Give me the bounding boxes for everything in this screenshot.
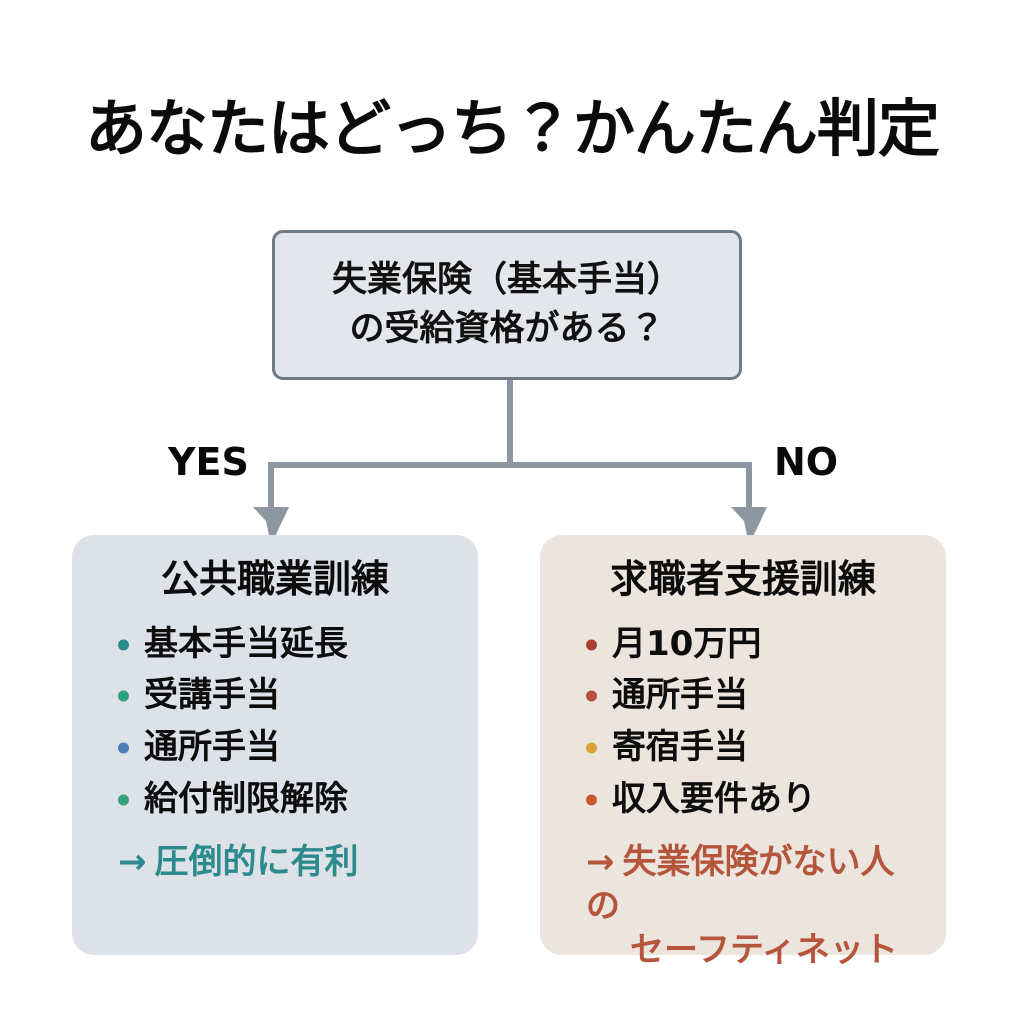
list-item-label: 受講手当 xyxy=(144,675,280,716)
list-item-label: 寄宿手当 xyxy=(612,727,748,768)
bullet-dot-icon xyxy=(118,639,129,651)
card-left-heading: 公共職業訓練 xyxy=(160,557,389,601)
card-right-heading: 求職者支援訓練 xyxy=(609,557,876,601)
card-right-conclusion: →失業保険がない人の セーフティネット xyxy=(560,841,926,972)
list-item: 受講手当 xyxy=(118,670,458,722)
list-item: 通所手当 xyxy=(586,670,926,722)
decision-text-line-2: の受給資格がある？ xyxy=(349,309,665,349)
card-right-bullet-list: 月10万円 通所手当 寄宿手当 収入要件あり xyxy=(560,619,926,826)
list-item-label: 給付制限解除 xyxy=(144,778,348,819)
bullet-dot-icon xyxy=(586,742,597,754)
bullet-dot-icon xyxy=(586,690,597,702)
page-title: あなたはどっち？かんたん判定 xyxy=(84,92,940,165)
connector-trunk xyxy=(507,380,513,465)
arrowhead-yes-icon xyxy=(250,505,292,547)
bullet-dot-icon xyxy=(118,690,129,702)
connector-drop-yes xyxy=(268,462,274,514)
list-item: 収入要件あり xyxy=(586,774,926,826)
bullet-dot-icon xyxy=(118,794,129,806)
bullet-dot-icon xyxy=(586,794,597,806)
right-arrow-icon: → xyxy=(118,842,147,883)
outcome-card-left: 公共職業訓練 基本手当延長 受講手当 通所手当 給付制限解除 →圧倒的に有利 xyxy=(72,535,478,955)
card-right-conclusion-text-line-2: セーフティネット xyxy=(630,929,898,970)
branch-label-yes: YES xyxy=(168,440,249,484)
list-item: 通所手当 xyxy=(118,722,458,774)
arrowhead-no-icon xyxy=(728,505,770,547)
list-item-label: 通所手当 xyxy=(612,675,748,716)
decision-box: 失業保険（基本手当） の受給資格がある？ xyxy=(272,230,742,380)
bullet-dot-icon xyxy=(118,742,129,754)
list-item: 月10万円 xyxy=(586,619,926,671)
connector-split-bar xyxy=(268,462,752,468)
card-left-bullet-list: 基本手当延長 受講手当 通所手当 給付制限解除 xyxy=(92,619,458,826)
bullet-dot-icon xyxy=(586,639,597,651)
list-item: 寄宿手当 xyxy=(586,722,926,774)
connector-drop-no xyxy=(746,462,752,514)
list-item-label: 月10万円 xyxy=(612,623,762,664)
branch-label-no: NO xyxy=(774,440,839,484)
list-item-label: 通所手当 xyxy=(144,727,280,768)
card-left-conclusion: →圧倒的に有利 xyxy=(92,841,458,885)
right-arrow-icon: → xyxy=(586,842,615,883)
list-item-label: 基本手当延長 xyxy=(144,623,348,664)
outcome-card-right: 求職者支援訓練 月10万円 通所手当 寄宿手当 収入要件あり →失業保険がない人… xyxy=(540,535,946,970)
decision-text-line-1: 失業保険（基本手当） xyxy=(331,260,682,301)
list-item: 給付制限解除 xyxy=(118,774,458,826)
list-item-label: 収入要件あり xyxy=(612,778,816,819)
list-item: 基本手当延長 xyxy=(118,619,458,671)
card-right-conclusion-text: 失業保険がない人の xyxy=(586,842,895,926)
card-left-conclusion-text: 圧倒的に有利 xyxy=(154,842,359,883)
